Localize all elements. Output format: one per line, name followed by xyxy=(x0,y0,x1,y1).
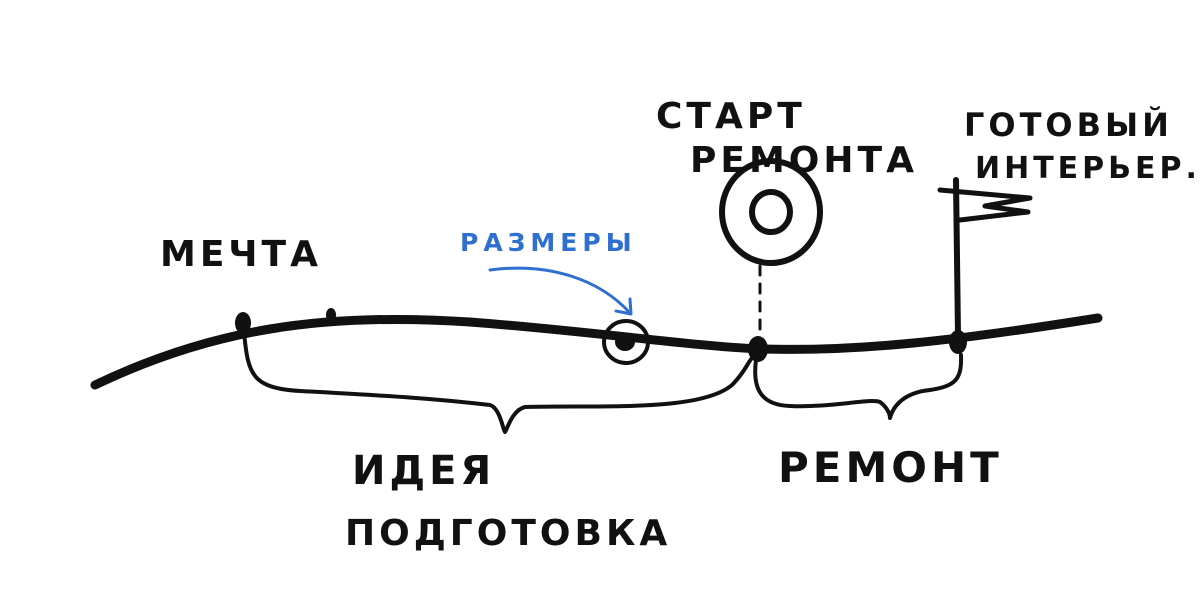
timeline-dot-dream xyxy=(235,312,251,334)
label-phase-idea-line1: ИДЕЯ xyxy=(352,448,495,494)
flag-icon xyxy=(937,177,1033,338)
label-dream: МЕЧТА xyxy=(160,234,322,275)
curved-arrow-icon xyxy=(488,266,633,316)
sizes-ring xyxy=(602,319,650,365)
label-phase-repair: РЕМОНТ xyxy=(778,443,1003,492)
timeline-dot-sizes xyxy=(615,333,635,351)
label-start-line1: СТАРТ xyxy=(656,96,806,137)
brace-idea xyxy=(242,330,754,434)
timeline-dot-finish xyxy=(949,330,967,354)
brace-repair xyxy=(753,353,964,420)
target-icon xyxy=(719,158,823,266)
label-phase-idea-line2: ПОДГОТОВКА xyxy=(345,513,671,554)
label-sizes: РАЗМЕРЫ xyxy=(460,228,637,257)
timeline-dot-small xyxy=(326,308,336,322)
timeline-dot-start xyxy=(748,336,768,362)
label-finish-line2: ИНТЕРЬЕР. xyxy=(975,151,1200,186)
label-start-line2: РЕМОНТА xyxy=(690,140,918,181)
label-finish-line1: ГОТОВЫЙ xyxy=(964,106,1173,144)
